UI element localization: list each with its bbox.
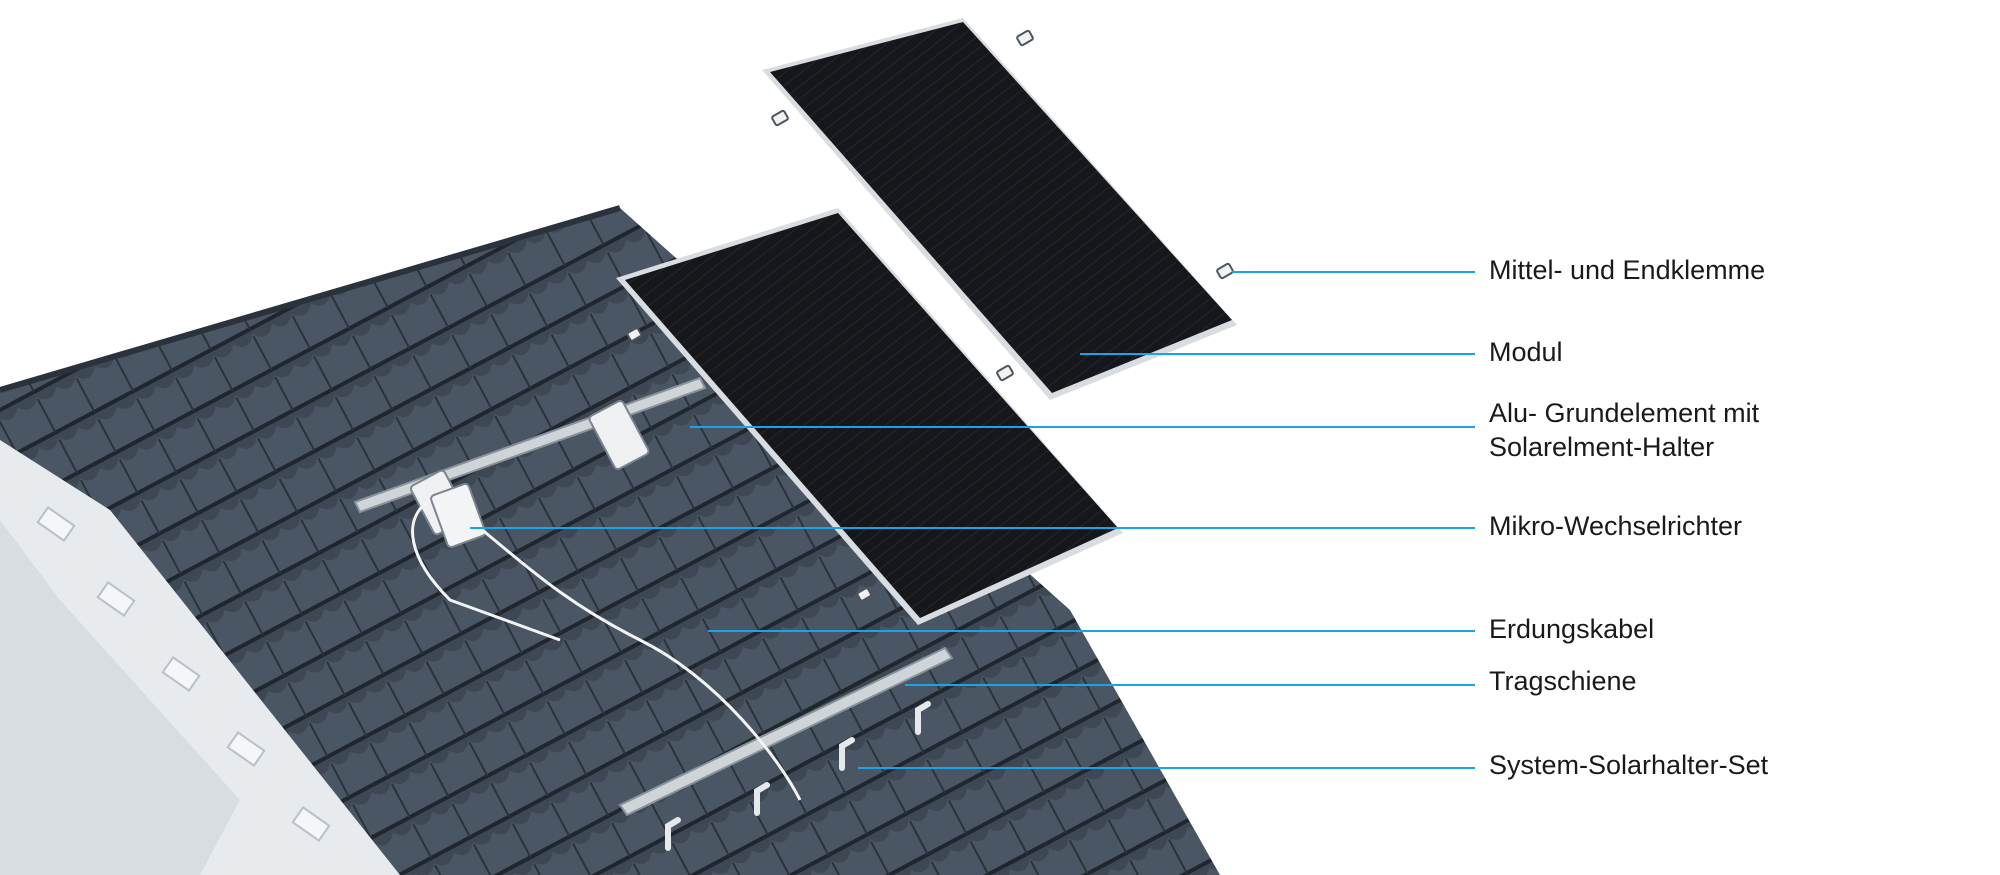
label-ground-cable: Erdungskabel [1489,614,1655,644]
label-clamps: Mittel- und Endklemme [1489,255,1766,285]
mid-end-clamps [626,29,1234,602]
gable-wall [0,440,400,875]
roof-ridge [0,205,621,393]
roof-surface [0,208,1220,875]
gable-tile-edges [36,506,331,842]
label-support-rail: Tragschiene [1489,666,1637,696]
label-micro-inverter: Mikro-Wechselrichter [1489,511,1743,541]
callout-lines [470,271,1475,769]
support-rail-lower [618,646,954,817]
solar-module-upper [762,18,1237,400]
label-alu-base: Alu- Grundelement mit Solarelment-Halter [1489,398,1760,462]
label-roof-hook-set: System-Solarhalter-Set [1489,750,1769,780]
solar-module-lower [616,208,1123,625]
inverter-cable [411,498,561,642]
roof-hook-set [665,701,931,851]
label-module: Modul [1489,337,1563,367]
micro-inverter [430,482,487,549]
ground-cable [469,518,802,801]
